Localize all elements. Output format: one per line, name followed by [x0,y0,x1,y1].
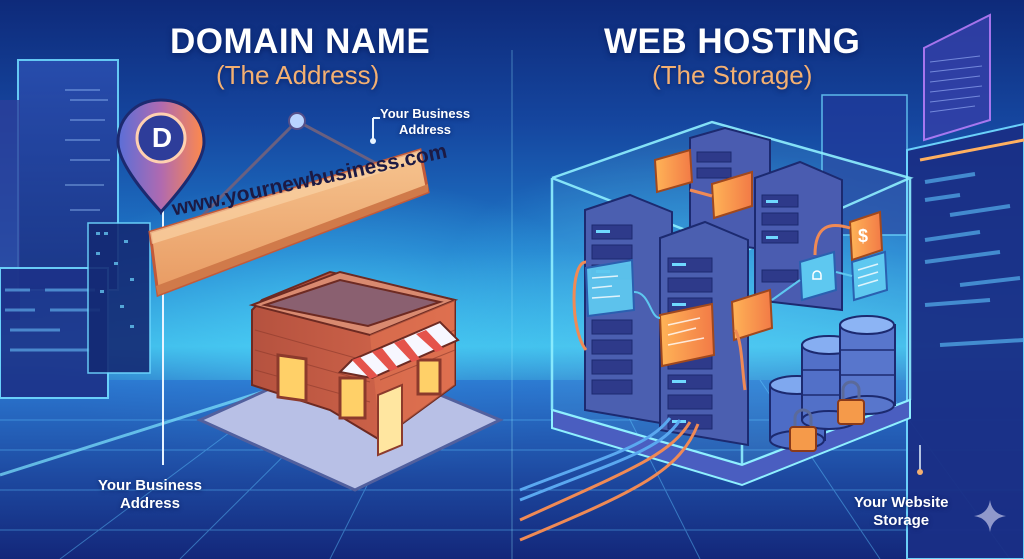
callout-website-storage: Your Website Storage [854,494,948,530]
domain-name-title: DOMAIN NAME [170,22,431,61]
web-hosting-title: WEB HOSTING [604,22,861,61]
domain-sign [148,148,430,298]
web-hosting-subtitle: (The Storage) [652,60,813,90]
sparkle-icon [974,500,1006,532]
sign-hanger [194,119,386,224]
callout-line2: Address [399,122,452,137]
callout-line2: Storage [873,512,930,529]
server-rack-icon [584,126,843,447]
callout-business-address-top: Your Business Address [380,106,470,138]
awning [337,320,460,380]
storefront-icon [196,270,504,492]
callout-business-address-bottom: Your Business Address [98,477,202,513]
network-cables [519,417,700,542]
callout-line1: Your Business [98,477,202,494]
callout-line1: Your Website [854,494,949,511]
floating-panels [572,148,889,391]
dollar-glyph: $ [858,226,869,246]
left-skyline [0,59,164,465]
dollar-icon [848,210,884,262]
pin-letter: D [151,122,173,153]
map-pin-icon [116,98,206,216]
document-icon [850,250,889,302]
padlock-icon [798,250,838,302]
callout-line2: Address [119,495,180,512]
domain-name-subtitle: (The Address) [216,60,380,90]
padlock-icon [789,380,865,452]
callout-line1: Your Business [380,106,471,121]
